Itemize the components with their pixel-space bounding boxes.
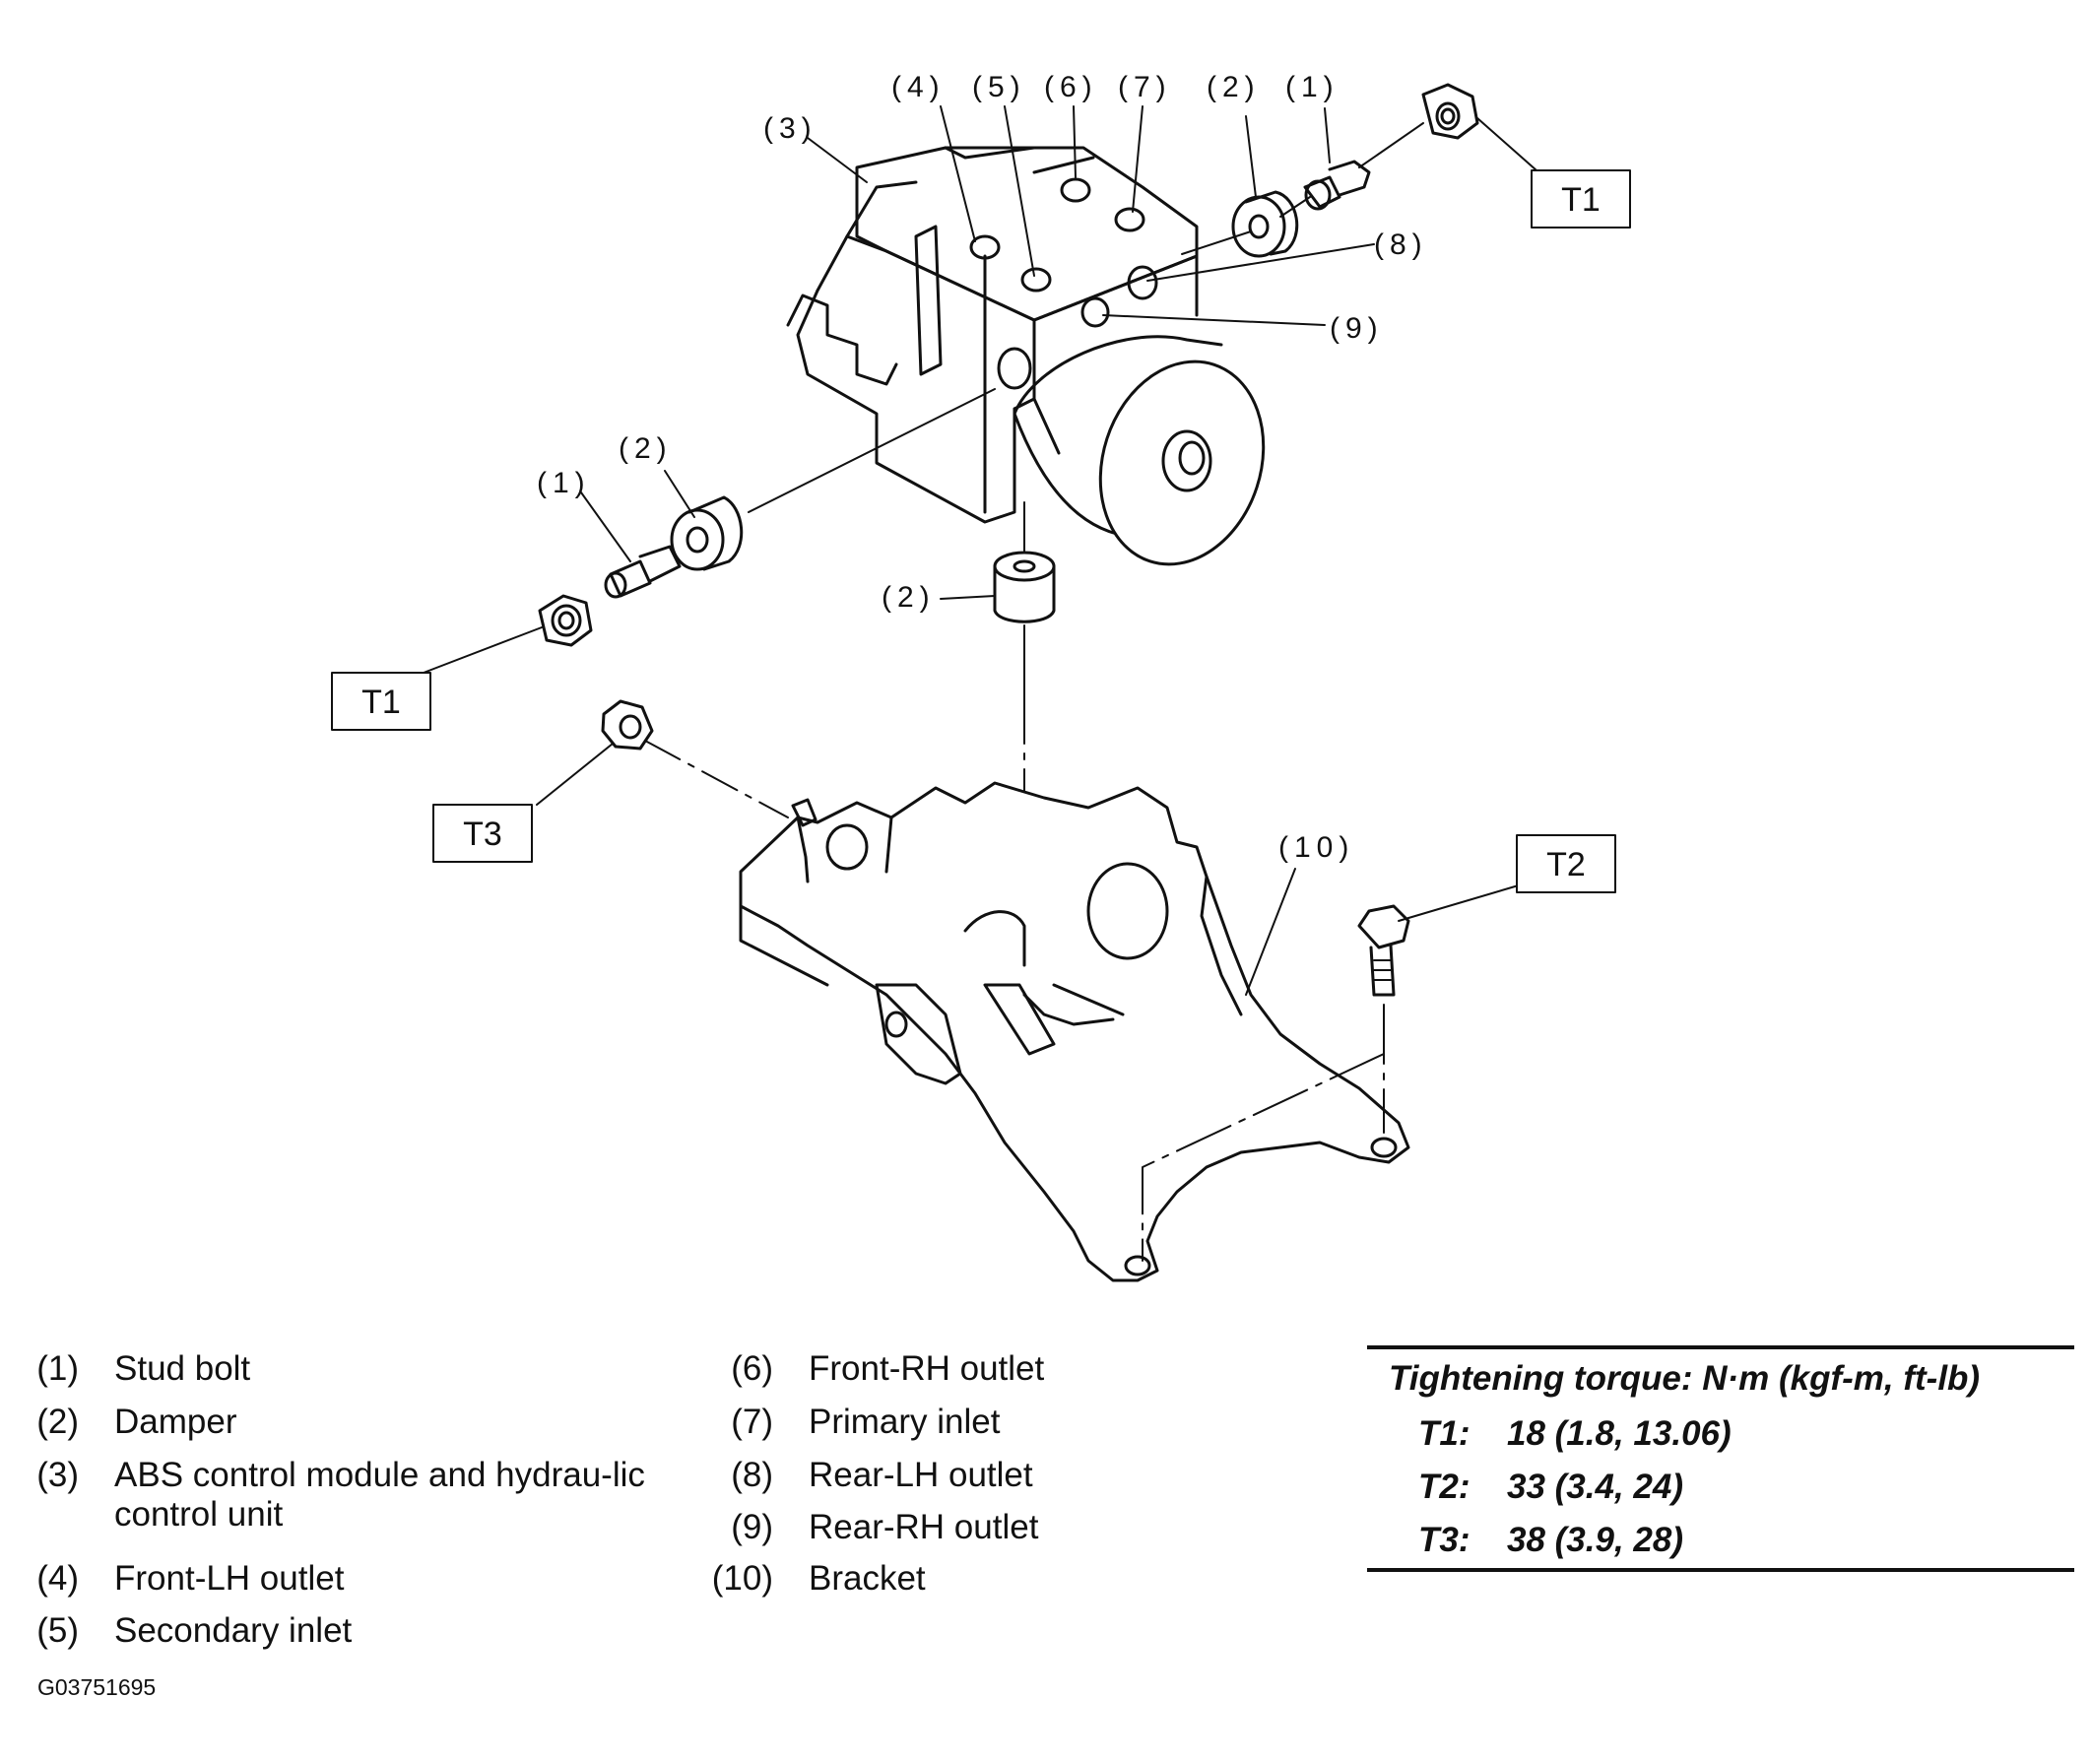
legend-number: (5): [36, 1611, 79, 1650]
abs-unit-exploded-diagram: T1 T1 T3 T2 (4) (5) (6) (7) (2) (1) (3) …: [331, 71, 1631, 1282]
callout-6: (6): [1044, 71, 1098, 103]
callout-9: (9): [1330, 312, 1384, 345]
svg-text:T1: T1: [361, 684, 401, 721]
legend-item-10: (10) Bracket: [694, 1559, 1360, 1599]
legend-number: (7): [731, 1403, 773, 1441]
torque-box-t1-top: T1: [1531, 169, 1631, 229]
torque-key: T2:: [1418, 1468, 1471, 1506]
bracket-bolt: [1357, 904, 1410, 997]
callout-4: (4): [891, 71, 946, 103]
legend-item-3: (3) ABS control module and hydrau-lic co…: [0, 1456, 646, 1535]
callout-7: (7): [1118, 71, 1172, 103]
axis-t3: [644, 740, 789, 818]
leader-lines: [423, 105, 1537, 996]
legend-text: Rear-LH outlet: [809, 1456, 1033, 1494]
legend-number: (6): [731, 1349, 773, 1388]
torque-box-t1-left: T1: [331, 672, 431, 731]
legend-item-7: (7) Primary inlet: [694, 1403, 1360, 1442]
torque-key: T3:: [1418, 1521, 1471, 1559]
legend-number: (1): [36, 1349, 79, 1388]
legend-number: (10): [711, 1559, 773, 1598]
legend-item-4: (4) Front-LH outlet: [0, 1559, 666, 1599]
legend-number: (4): [36, 1559, 79, 1598]
callout-2-top: (2): [1207, 71, 1261, 103]
legend-text: ABS control module and hydrau-lic contro…: [114, 1456, 645, 1535]
legend-text: Stud bolt: [114, 1349, 251, 1388]
legend-text: Front-LH outlet: [114, 1559, 345, 1598]
torque-value: 18 (1.8, 13.06): [1507, 1414, 1732, 1453]
axis-bracket-bolt: [1142, 1004, 1385, 1262]
stud-bolt-left: [604, 545, 682, 599]
torque-key: T1:: [1418, 1414, 1471, 1453]
legend-number: (8): [731, 1456, 773, 1494]
legend-text: Rear-RH outlet: [809, 1508, 1039, 1546]
legend-number: (3): [36, 1456, 79, 1494]
damper-left: [670, 495, 744, 571]
damper-top: [1231, 190, 1299, 258]
svg-text:T1: T1: [1561, 181, 1601, 219]
legend-item-8: (8) Rear-LH outlet: [694, 1456, 1360, 1495]
torque-box-t3: T3: [432, 804, 533, 863]
callout-2-bottom: (2): [882, 581, 936, 614]
legend-item-2: (2) Damper: [0, 1403, 666, 1442]
svg-text:T3: T3: [463, 816, 502, 853]
callout-2-left: (2): [619, 432, 673, 465]
torque-table: Tightening torque: N·m (kgf-m, ft-lb) T1…: [1367, 1345, 2074, 1572]
axis-top: [1181, 122, 1424, 255]
svg-text:T2: T2: [1546, 846, 1586, 883]
legend-text: Damper: [114, 1403, 237, 1441]
callout-10: (10): [1278, 831, 1354, 864]
callout-1-left: (1): [537, 467, 591, 499]
legend-number: (2): [36, 1403, 79, 1441]
torque-value: 38 (3.9, 28): [1507, 1521, 1683, 1559]
axis-left: [748, 388, 996, 513]
nut-top: [1421, 83, 1479, 140]
figure-id: G03751695: [37, 1674, 157, 1700]
torque-table-bottom-rule: [1367, 1568, 2074, 1572]
legend-item-9: (9) Rear-RH outlet: [694, 1508, 1360, 1547]
callout-5: (5): [972, 71, 1026, 103]
nut-left: [538, 594, 593, 647]
legend-text: Secondary inlet: [114, 1611, 353, 1650]
stud-bolt-top: [1303, 160, 1371, 211]
callout-8: (8): [1374, 229, 1428, 261]
nut-t3: [601, 699, 654, 751]
bracket: [739, 781, 1410, 1282]
torque-row-t1: T1: 18 (1.8, 13.06): [1367, 1408, 2074, 1462]
abs-hydraulic-unit: [786, 146, 1266, 566]
torque-table-top-rule: [1367, 1345, 2074, 1349]
stud-t3: [791, 798, 817, 827]
legend-item-6: (6) Front-RH outlet: [694, 1349, 1360, 1389]
damper-bottom: [993, 551, 1056, 623]
torque-box-t2: T2: [1516, 834, 1616, 893]
legend-item-1: (1) Stud bolt: [0, 1349, 666, 1389]
legend-item-5: (5) Secondary inlet: [0, 1611, 666, 1651]
callout-1-top: (1): [1285, 71, 1340, 103]
torque-row-t3: T3: 38 (3.9, 28): [1367, 1515, 2074, 1568]
callout-3: (3): [763, 112, 817, 145]
torque-value: 33 (3.4, 24): [1507, 1468, 1683, 1506]
legend-text: Primary inlet: [809, 1403, 1001, 1441]
legend-number: (9): [731, 1508, 773, 1546]
torque-table-title: Tightening torque: N·m (kgf-m, ft-lb): [1389, 1359, 1981, 1398]
torque-row-t2: T2: 33 (3.4, 24): [1367, 1462, 2074, 1515]
legend-text: Bracket: [809, 1559, 926, 1598]
legend-text: Front-RH outlet: [809, 1349, 1045, 1388]
